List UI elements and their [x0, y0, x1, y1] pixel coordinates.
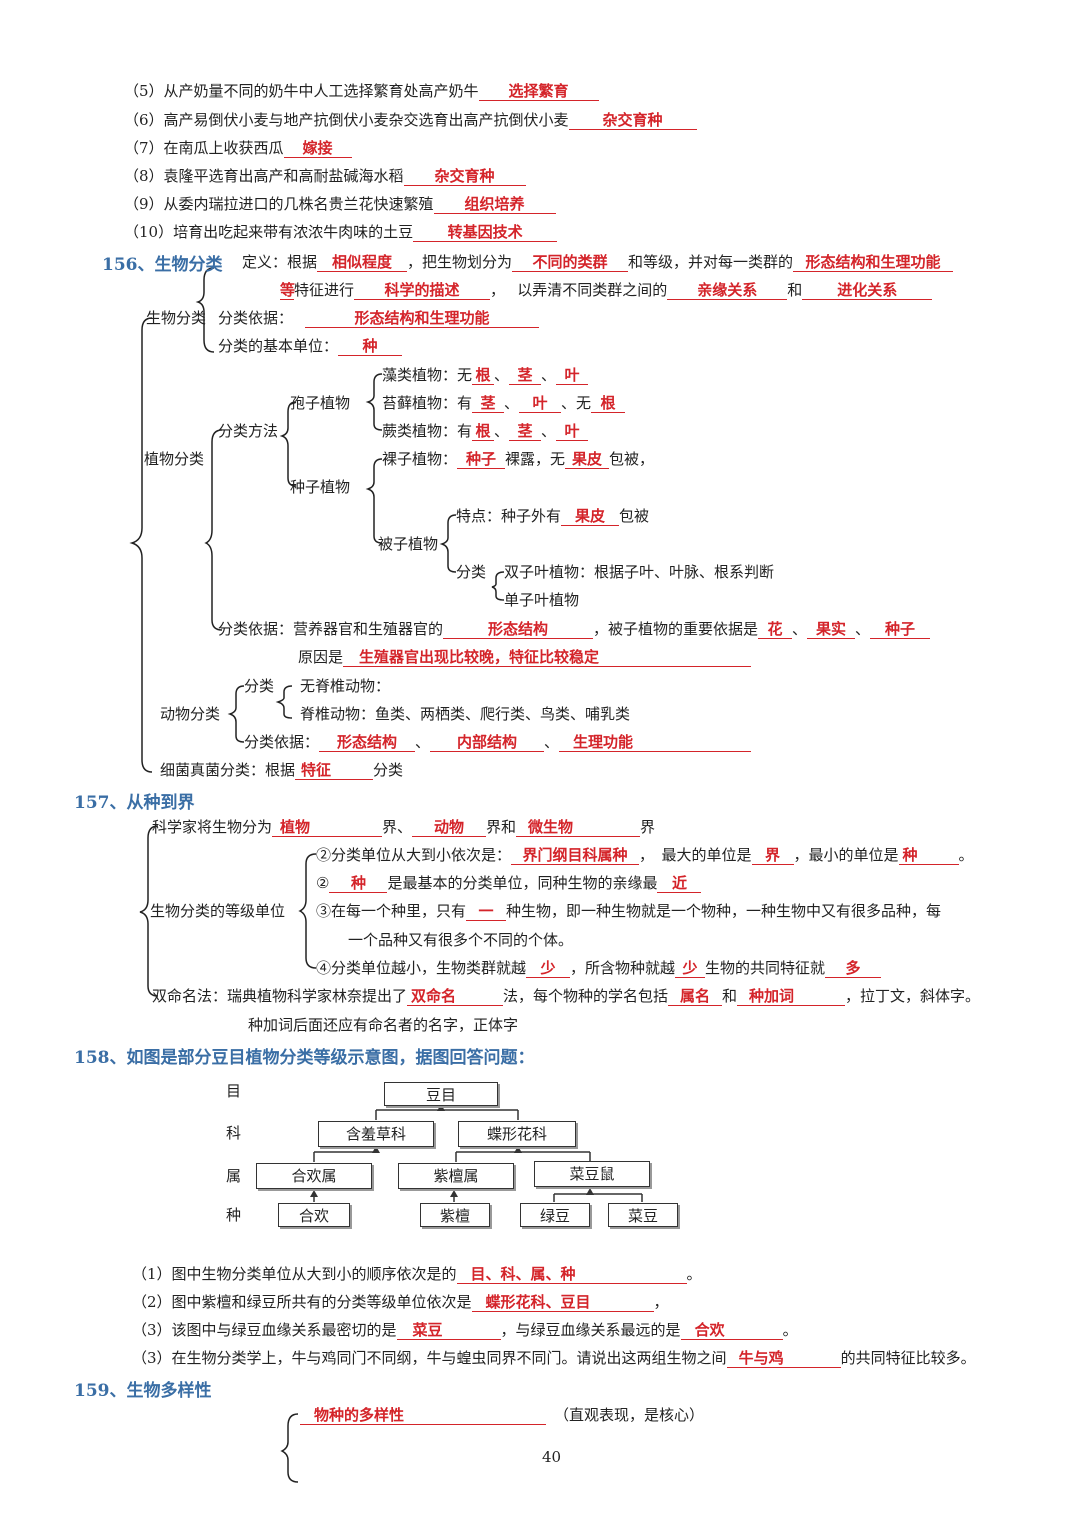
rank-line-3b: 一个品种又有很多个不同的个体。 — [348, 931, 574, 949]
item-text: （8）袁隆平选育出高产和高耐盐碱海水稻 — [124, 167, 404, 185]
answer: 杂交育种 — [568, 111, 697, 130]
brace-method — [279, 401, 297, 487]
animal-basis-line: 分类依据：形态结构、内部结构、生理功能 — [244, 732, 752, 752]
answer: 杂交育种 — [403, 167, 526, 186]
answer: 选择繁育 — [478, 82, 599, 101]
answer: 嫁接 — [283, 139, 352, 158]
gymno-line: 裸子植物：种子裸露，无果皮包被， — [382, 450, 655, 469]
fern-line: 蕨类植物：有根、茎、叶 — [382, 421, 589, 441]
brace-seed — [365, 458, 383, 544]
spore-label: 孢子植物 — [290, 394, 351, 412]
item-text: （10）培育出吃起来带有浓浓牛肉味的土豆 — [124, 223, 414, 241]
section-title-157: 157、从种到界 — [74, 793, 195, 813]
rank-label-species: 种 — [226, 1206, 242, 1224]
dicot-line: 双子叶植物：根据子叶、叶脉、根系判断 — [504, 563, 775, 581]
top-item-5: （5）从产奶量不同的奶牛中人工选择繁育处高产奶牛选择繁育 — [124, 81, 599, 101]
question-4: （3）在生物分类学上，牛与鸡同门不同纲，牛与蝗虫同界不同门。请说出这两组生物之间… — [132, 1349, 976, 1368]
node-species-pterocarpus: 紫檀 — [420, 1203, 490, 1227]
top-item-7: （7）在南瓜上收获西瓜嫁接 — [124, 138, 352, 158]
section-title-159: 159、生物多样性 — [74, 1381, 212, 1401]
basis-line: 分类依据：形态结构和生理功能 — [218, 308, 540, 328]
unit-line: 分类的基本单位：种 — [218, 336, 403, 356]
section-title-158: 158、如图是部分豆目植物分类等级示意图，据图回答问题： — [74, 1048, 535, 1068]
binomial-line: 双命名法：瑞典植物科学家林奈提出了双命名法，每个物种的学名包括属名和种加词，拉丁… — [152, 987, 981, 1006]
brace-definition — [195, 267, 215, 353]
page-number: 40 — [542, 1448, 562, 1466]
item-text: （7）在南瓜上收获西瓜 — [124, 139, 284, 157]
animal-class-label: 动物分类 — [160, 705, 221, 723]
node-species-bean: 菜豆 — [608, 1203, 678, 1227]
bacteria-line: 细菌真菌分类：根据特征分类 — [160, 761, 404, 780]
method-label: 分类方法 — [218, 422, 279, 440]
algae-line: 藻类植物：无根、茎、叶 — [382, 365, 589, 385]
item-text: （9）从委内瑞拉进口的几株名贵兰花快速繁殖 — [124, 195, 434, 213]
top-item-6: （6）高产易倒伏小麦与地产抗倒伏小麦杂交选育出高产抗倒伏小麦杂交育种 — [124, 110, 697, 130]
rank-label-order: 目 — [226, 1082, 242, 1100]
node-genus-pterocarpus: 紫檀属 — [398, 1163, 514, 1189]
node-species-mungbean: 绿豆 — [520, 1203, 590, 1227]
angio-label: 被子植物 — [378, 535, 439, 553]
seed-label: 种子植物 — [290, 478, 351, 496]
vertebrate-line: 脊椎动物：鱼类、两栖类、爬行类、鸟类、哺乳类 — [300, 705, 631, 723]
plant-basis-line: 分类依据：营养器官和生殖器官的形态结构，被子植物的重要依据是花、果实、种子 — [218, 619, 931, 639]
kingdom-line: 科学家将生物分为植物界、动物界和微生物界 — [152, 818, 656, 837]
brace-rank — [298, 853, 317, 969]
brace-159 — [280, 1413, 299, 1483]
brace-spore — [365, 373, 383, 431]
answer: 组织培养 — [433, 195, 556, 214]
node-genus-phaseolus: 菜豆鼠 — [534, 1161, 650, 1187]
top-item-10: （10）培育出吃起来带有浓浓牛肉味的土豆转基因技术 — [124, 222, 558, 242]
angio-class-label: 分类 — [456, 563, 487, 581]
node-species-albizia: 合欢 — [278, 1203, 350, 1227]
monocot-line: 单子叶植物 — [504, 591, 580, 609]
brace-dicot — [491, 571, 505, 601]
node-family-mimosa: 含羞草科 — [318, 1121, 434, 1147]
rank-line-3: ③在每一个种里，只有一种生物，即一种生物就是一个物种，一种生物中又有很多品种，每 — [316, 902, 942, 921]
top-item-8: （8）袁隆平选育出高产和高耐盐碱海水稻杂交育种 — [124, 166, 526, 186]
item-text: （5）从产奶量不同的奶牛中人工选择繁育处高产奶牛 — [124, 82, 479, 100]
rank-line-4: ④分类单位越小，生物类群就越少，所含物种就越少生物的共同特征就多 — [316, 958, 882, 978]
brace-angio — [439, 514, 457, 573]
definition-line-2: 等特征进行科学的描述， 以弄清不同类群之间的亲缘关系和进化关系 — [280, 280, 933, 300]
bio-class-label: 生物分类 — [146, 309, 207, 327]
item-text: （6）高产易倒伏小麦与地产抗倒伏小麦杂交选育出高产抗倒伏小麦 — [124, 111, 569, 129]
question-3: （3）该图中与绿豆血缘关系最密切的是菜豆，与绿豆血缘关系最远的是合欢。 — [132, 1321, 798, 1340]
brace-157 — [139, 825, 159, 997]
rank-label: 生物分类的等级单位 — [150, 902, 286, 920]
invertebrate-line: 无脊椎动物： — [300, 677, 391, 695]
rank-label-genus: 属 — [226, 1167, 242, 1185]
binomial-line-2: 种加词后面还应有命名者的名字，正体字 — [248, 1016, 519, 1034]
brace-outer — [129, 317, 153, 773]
brace-animal — [227, 685, 245, 743]
question-1: （1）图中生物分类单位从大到小的顺序依次是的目、科、属、种。 — [132, 1265, 702, 1284]
animal-class-sub-label: 分类 — [244, 677, 275, 695]
answer: 转基因技术 — [413, 223, 558, 242]
feature-line: 特点：种子外有果皮包被 — [456, 507, 650, 526]
moss-line: 苔藓植物：有茎、叶、无根 — [382, 393, 626, 413]
rank-line-1: ②分类单位从大到小依次是：界门纲目科属种， 最大的单位是界，最小的单位是种。 — [316, 846, 974, 865]
definition-line-1: 定义：根据相似程度，把生物划分为不同的类群和等级，并对每一类群的形态结构和生理功… — [242, 252, 954, 272]
reason-line: 原因是生殖器官出现比较晚，特征比较稳定 — [298, 647, 752, 667]
brace-plant — [204, 429, 223, 631]
node-family-butterfly: 蝶形花科 — [458, 1121, 576, 1147]
plant-class-label: 植物分类 — [144, 450, 205, 468]
question-2: （2）图中紫檀和绿豆所共有的分类等级单位依次是蝶形花科、豆目， — [132, 1293, 669, 1312]
section-title-156: 156、生物分类 — [102, 255, 223, 275]
rank-label-family: 科 — [226, 1124, 242, 1142]
brace-animal-inner — [275, 685, 293, 719]
diversity-line-1: 物种的多样性（直观表现，是核心） — [300, 1405, 704, 1425]
top-item-9: （9）从委内瑞拉进口的几株名贵兰花快速繁殖组织培养 — [124, 194, 556, 214]
node-order: 豆目 — [384, 1082, 498, 1106]
node-genus-albizia: 合欢属 — [256, 1163, 372, 1189]
